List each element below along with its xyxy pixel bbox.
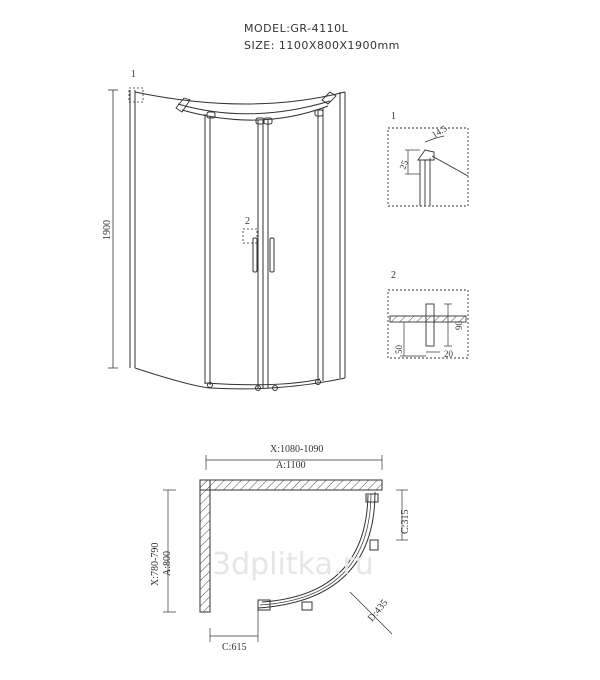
plan-c-side: C:315 — [400, 510, 411, 534]
watermark: 3dplitka.ru — [212, 547, 374, 582]
detail-2-dim-height: 90 — [454, 321, 464, 331]
front-callout-1: 1 — [131, 69, 136, 80]
plan-y-range: X:780-790 — [150, 543, 161, 586]
height-dimension: 1900 — [102, 220, 113, 240]
detail-2-dim-offset: 20 — [444, 349, 454, 359]
front-view — [108, 87, 346, 391]
detail-2-dim-base: 50 — [394, 345, 404, 355]
detail-1 — [387, 127, 469, 207]
size-label: SIZE: 1100X800X1900mm — [244, 39, 400, 52]
plan-view — [163, 455, 408, 642]
plan-a-depth: A:800 — [162, 551, 173, 576]
plan-x-range: X:1080-1090 — [270, 444, 323, 455]
plan-a-width: A:1100 — [276, 460, 306, 471]
detail-2 — [387, 289, 469, 359]
detail-1-dim-b: 25 — [397, 158, 410, 170]
front-callout-2: 2 — [245, 216, 250, 227]
plan-c-bottom: C:615 — [222, 642, 246, 653]
detail-2-label: 2 — [391, 270, 396, 281]
model-label: MODEL:GR-4110L — [244, 22, 349, 35]
detail-1-label: 1 — [391, 111, 396, 122]
